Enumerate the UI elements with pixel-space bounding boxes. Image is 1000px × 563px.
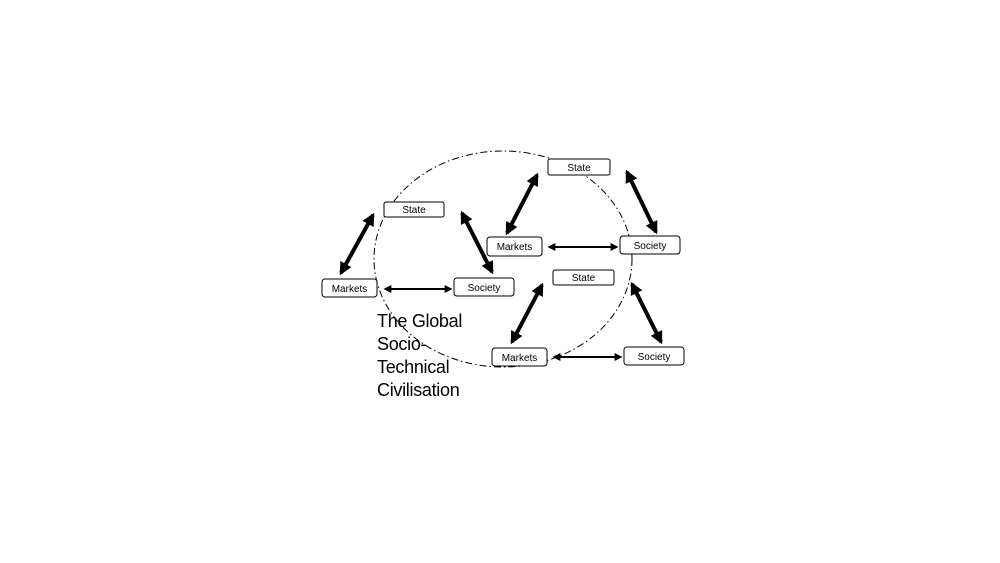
caption-line-1: The Global — [377, 311, 463, 331]
state-node-bottom: State — [552, 269, 615, 286]
arrow-state-markets-bottom — [510, 282, 544, 345]
triad-bottom-right: State Markets Society — [491, 269, 685, 367]
society-label-left: Society — [468, 283, 501, 294]
state-label-bottom: State — [572, 273, 596, 284]
society-label-top: Society — [634, 241, 667, 252]
state-node-left: State — [383, 201, 445, 218]
arrow-state-society-top — [625, 169, 658, 235]
triad-top-right: State Markets Society — [486, 158, 681, 257]
society-node-left: Society — [453, 277, 515, 297]
society-node-top: Society — [619, 235, 681, 255]
markets-label-left: Markets — [332, 284, 368, 295]
state-label-left: State — [402, 205, 426, 216]
arrow-state-markets-left — [339, 212, 375, 276]
diagram-caption: The Global Socio- Technical Civilisation — [377, 310, 507, 402]
arrow-state-society-left — [460, 210, 494, 275]
caption-line-4: Civilisation — [377, 380, 460, 400]
markets-node-bottom: Markets — [491, 347, 548, 367]
markets-label-bottom: Markets — [502, 353, 538, 364]
society-node-bottom: Society — [623, 346, 685, 366]
society-label-bottom: Society — [638, 352, 671, 363]
markets-node-left: Markets — [321, 278, 378, 298]
markets-label-top: Markets — [497, 242, 533, 253]
arrow-state-society-bottom — [630, 281, 663, 345]
caption-line-3: Technical — [377, 357, 450, 377]
markets-node-top: Markets — [486, 236, 543, 257]
state-label-top: State — [567, 163, 591, 174]
state-node-top: State — [547, 158, 611, 176]
arrow-state-markets-top — [505, 172, 539, 236]
triad-left: State Markets Society — [321, 201, 515, 298]
caption-line-2: Socio- — [377, 334, 427, 354]
